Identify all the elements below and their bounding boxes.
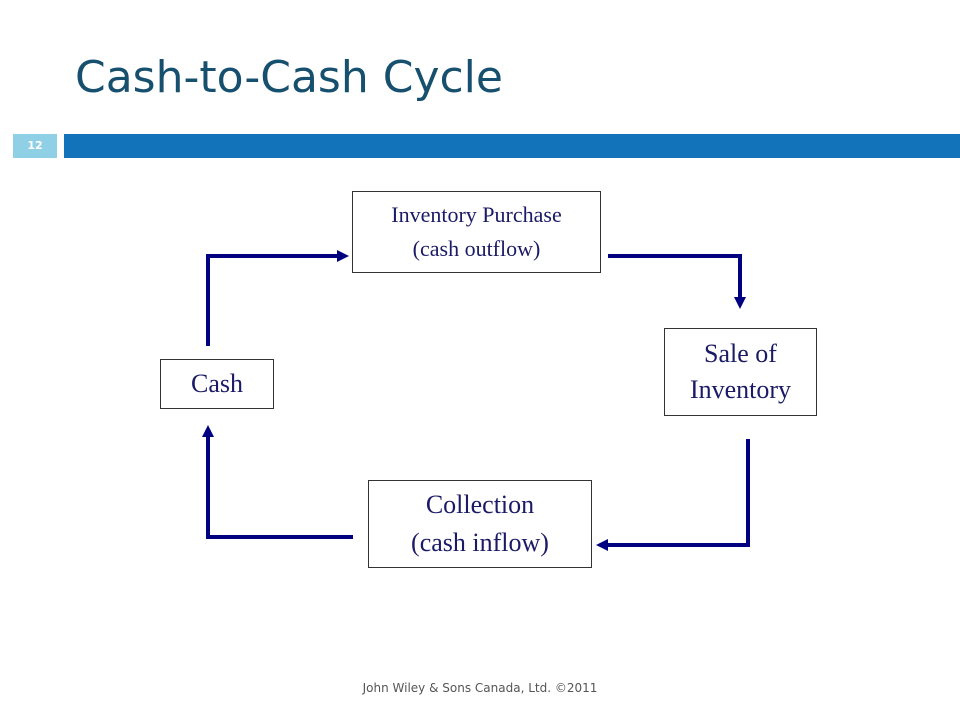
cash-node: Cash	[160, 359, 274, 409]
inventory-purchase-node: Inventory Purchase (cash outflow)	[352, 191, 601, 273]
collection-label: Collection	[425, 490, 535, 519]
slide-number: 12	[13, 134, 57, 158]
collection-sublabel: (cash inflow)	[411, 528, 549, 557]
arrow-cash-to-inventory-purchase	[206, 250, 349, 346]
arrow-sale-to-collection	[596, 439, 750, 551]
inventory-purchase-sublabel: (cash outflow)	[412, 236, 541, 261]
arrow-inventory-purchase-to-sale	[608, 254, 746, 309]
sale-of-inventory-node: Sale of Inventory	[664, 328, 817, 416]
inventory-purchase-label: Inventory Purchase	[391, 202, 562, 227]
footer-copyright: John Wiley & Sons Canada, Ltd. ©2011	[362, 681, 598, 695]
arrow-collection-to-cash	[202, 425, 353, 539]
slide-title: Cash-to-Cash Cycle	[75, 52, 503, 103]
sale-of-inventory-label-line2: Inventory	[689, 375, 792, 404]
cash-label: Cash	[191, 369, 243, 398]
sale-of-inventory-label-line1: Sale of	[704, 339, 777, 368]
collection-node: Collection (cash inflow)	[368, 480, 592, 568]
title-divider-bar	[64, 134, 960, 158]
